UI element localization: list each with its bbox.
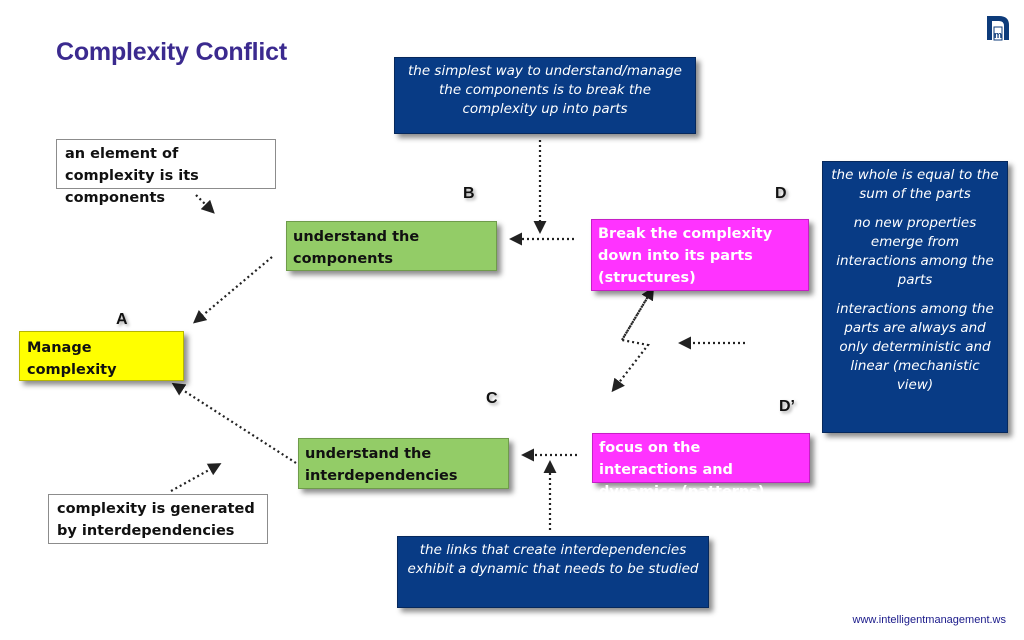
arrow-interdependencies-to-manage — [171, 382, 297, 464]
node-break-complexity: Break the complexity down into its parts… — [591, 219, 809, 291]
note-links-dynamic: the links that create interdependencies … — [397, 536, 709, 608]
node-understand-interdependencies: understand the interdependencies — [298, 438, 509, 489]
note-complexity-generated: complexity is generated by interdependen… — [48, 494, 268, 544]
note-element-of-complexity: an element of complexity is its componen… — [56, 139, 276, 206]
arrow-element-note — [195, 194, 215, 214]
node-focus-interactions: focus on the interactions and dynamics (… — [592, 433, 810, 500]
footer-url: www.intelligentmanagement.ws — [852, 614, 1006, 626]
label-c: C — [486, 390, 498, 407]
assumption-no-emergence: no new properties emerge from interactio… — [836, 215, 994, 288]
note-simplest-way: the simplest way to understand/manage th… — [394, 57, 696, 134]
svg-text:m: m — [994, 30, 1002, 40]
arrow-components-to-manage — [192, 256, 273, 324]
assumption-linear: interactions among the parts are always … — [836, 301, 994, 393]
assumption-whole-equal: the whole is equal to the sum of the par… — [831, 167, 999, 202]
label-d-prime: D’ — [779, 398, 795, 415]
node-understand-components: understand the components — [286, 221, 497, 271]
label-a: A — [116, 311, 128, 328]
arrow-generated-note — [170, 463, 222, 492]
page-title: Complexity Conflict — [56, 38, 287, 66]
arrow-conflict — [611, 292, 651, 393]
im-logo-icon: m — [985, 12, 1013, 46]
node-manage-complexity: Manage complexity — [19, 331, 184, 381]
note-whole-equals-parts: the whole is equal to the sum of the par… — [822, 161, 1008, 433]
label-b: B — [463, 185, 475, 202]
label-d: D — [775, 185, 787, 202]
